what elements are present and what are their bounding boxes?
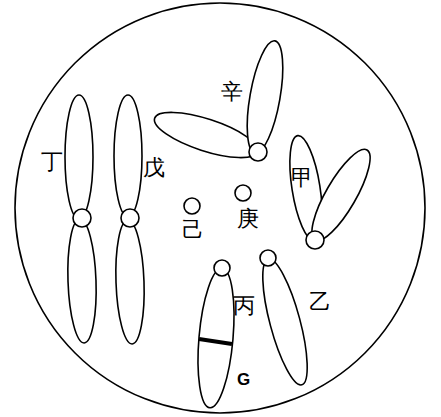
- chromosome-label: 己: [181, 218, 205, 242]
- chromosome-arm: [66, 219, 98, 344]
- chromosome-arm: [240, 38, 289, 155]
- centromere: [249, 143, 267, 161]
- gene-band: [199, 339, 232, 344]
- chromosome-label: 戊: [142, 156, 166, 180]
- chromosome-arm: [114, 95, 142, 217]
- chromosome-arm: [150, 103, 263, 167]
- centromere: [73, 209, 91, 227]
- chromosome-label: 丙: [232, 294, 256, 318]
- centromere: [214, 260, 230, 276]
- chromosome-arm: [193, 267, 239, 409]
- chromosome-arm: [114, 220, 146, 345]
- centromere: [235, 185, 251, 201]
- centromere: [184, 198, 200, 214]
- gene-label: G: [236, 370, 251, 389]
- centromere: [306, 231, 324, 249]
- cell-outline: [15, 3, 425, 413]
- chromosome-label: 庚: [236, 207, 260, 231]
- centromere: [121, 209, 139, 227]
- centromere: [260, 250, 276, 266]
- chromosome-label: 甲: [290, 166, 314, 190]
- chromosome-label: 辛: [220, 80, 244, 104]
- chromosome-label: 乙: [308, 290, 332, 314]
- chromosome-arm: [254, 255, 317, 388]
- chromosome-label: 丁: [40, 150, 64, 174]
- chromosome-arm: [65, 95, 93, 219]
